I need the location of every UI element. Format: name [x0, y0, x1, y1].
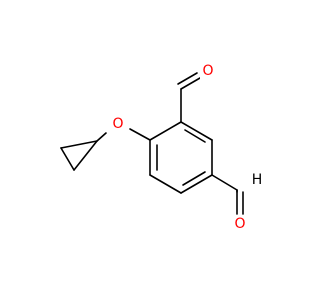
- top-aldehyde: [177, 72, 201, 123]
- bottom-aldehyde: [211, 174, 244, 215]
- oxygen-label-top: O: [202, 63, 213, 79]
- oxygen-label-ether: O: [112, 116, 123, 132]
- cyclopropyl-ring: [60, 140, 98, 171]
- hydrogen-label-bottom: H: [252, 172, 263, 188]
- molecule-diagram: O O O H: [60, 62, 264, 233]
- atom-o-ether: O: [110, 115, 126, 133]
- ether-bond-left: [96, 132, 107, 142]
- atom-h-bottom: H: [250, 171, 264, 189]
- atom-o-bottom: O: [232, 215, 248, 233]
- ether-bond-right: [129, 128, 151, 141]
- oxygen-label-bottom: O: [234, 216, 245, 232]
- atom-o-top: O: [200, 62, 216, 80]
- benzene-ring: [149, 121, 213, 194]
